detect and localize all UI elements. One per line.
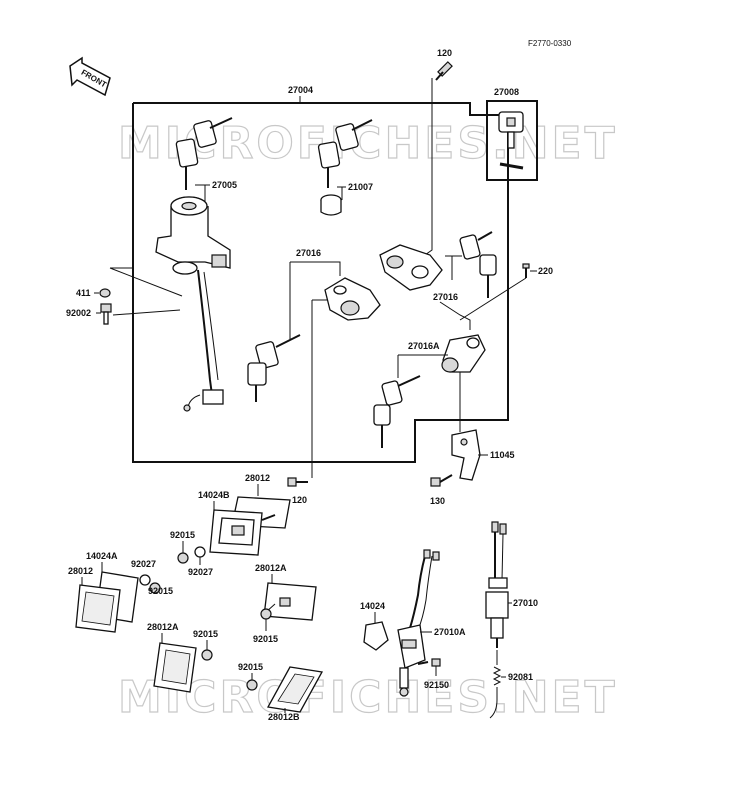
nut-icon-92015-d	[201, 649, 213, 661]
label-120-top: 120	[437, 48, 452, 58]
lock-27016-right	[379, 244, 443, 291]
lock-27016-left	[324, 277, 381, 321]
watermark-bottom: MICROFICHES.NET	[118, 672, 618, 723]
bracket-11045	[451, 429, 481, 481]
bolt-icon-120-bottom	[287, 477, 308, 487]
label-92150: 92150	[424, 680, 449, 690]
label-14024: 14024	[360, 601, 385, 611]
label-27016A: 27016A	[408, 341, 440, 351]
label-14024B: 14024B	[198, 490, 230, 500]
switch-27010A	[397, 549, 440, 697]
connector-icon	[202, 389, 224, 405]
label-220: 220	[538, 266, 553, 276]
label-120-bottom: 120	[292, 495, 307, 505]
label-27016-right: 27016	[433, 292, 458, 302]
nut-icon-92015-b	[149, 582, 161, 594]
lock-27016A	[439, 301, 486, 373]
label-27005: 27005	[212, 180, 237, 190]
label-92015-a: 92015	[170, 530, 195, 540]
ignition-keys-27005	[175, 117, 233, 190]
label-11045: 11045	[490, 450, 515, 460]
label-21007: 21007	[348, 182, 373, 192]
label-92015-e: 92015	[238, 662, 263, 672]
reflector-28012A-mid	[263, 582, 317, 621]
label-28012A-low: 28012A	[147, 622, 179, 632]
label-92002: 92002	[66, 308, 91, 318]
reflector-28012B	[266, 666, 324, 713]
spring-icon-92081	[489, 650, 502, 719]
label-92015-d: 92015	[193, 629, 218, 639]
label-92027-b: 92027	[131, 559, 156, 569]
label-28012-left: 28012	[68, 566, 93, 576]
label-92015-c: 92015	[253, 634, 278, 644]
label-28012A-mid: 28012A	[255, 563, 287, 573]
spacer-icon-92027-b	[139, 574, 151, 586]
label-14024A: 14024A	[86, 551, 118, 561]
key-icon-27008	[498, 111, 524, 170]
label-411: 411	[76, 288, 91, 298]
label-27010: 27010	[513, 598, 538, 608]
nut-icon-92015-a	[177, 552, 189, 564]
front-arrow-icon: FRONT	[69, 56, 111, 97]
label-27008: 27008	[494, 87, 519, 97]
reflector-28012-top	[209, 496, 291, 556]
bolt-icon-130	[430, 474, 453, 487]
label-27010A: 27010A	[434, 627, 466, 637]
label-27016-left: 27016	[296, 248, 321, 258]
screw-icon-220	[522, 263, 530, 278]
nut-icon-92015-e	[246, 679, 258, 691]
label-92027-a: 92027	[188, 567, 213, 577]
spacer-icon-92027-a	[194, 546, 206, 558]
label-130: 130	[430, 496, 445, 506]
bolt-icon-120-top	[435, 61, 453, 81]
bracket-14024	[363, 621, 389, 651]
label-28012B: 28012B	[268, 712, 300, 722]
label-92081: 92081	[508, 672, 533, 682]
key-box-27008	[486, 100, 538, 181]
washer-icon-411	[99, 288, 111, 298]
keys-27016-right	[459, 231, 497, 298]
bolt-icon-92002	[100, 303, 112, 325]
label-92015-b: 92015	[148, 586, 173, 596]
switch-27010	[485, 521, 509, 648]
ignition-wire	[197, 269, 213, 396]
ignition-switch-body	[155, 196, 231, 275]
keys-21007	[317, 119, 373, 216]
reflector-28012-left	[75, 571, 139, 633]
label-27004: 27004	[288, 85, 313, 95]
figure-code: F2770-0330	[528, 39, 572, 48]
nut-icon-92015-c	[260, 608, 272, 620]
reflector-28012A-low	[153, 642, 197, 693]
assembly-frame-27004	[132, 102, 509, 463]
keys-27016A	[373, 375, 421, 448]
label-28012-top: 28012	[245, 473, 270, 483]
keys-27016-left	[247, 334, 301, 402]
